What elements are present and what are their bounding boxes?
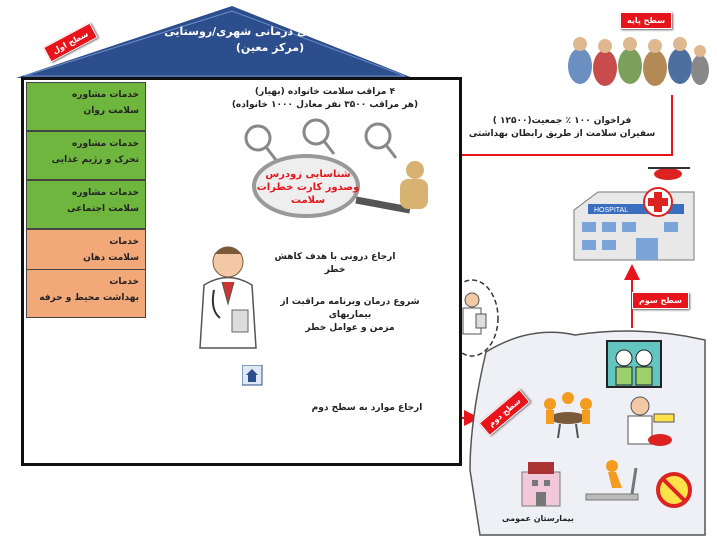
specialist-icon — [462, 292, 487, 335]
center-title: مرکز بهداشتی درمانی شهری/روستایی (مرکز م… — [150, 24, 390, 56]
screening-label: شناسایی زودرس وصدور کارت خطرات سلامت — [256, 168, 360, 207]
service-label: خدمات — [109, 277, 139, 287]
crowd-icon — [568, 37, 709, 86]
doctor-icon — [199, 246, 257, 349]
base-level-badge: سطح پایه — [620, 12, 673, 29]
treatment-label: شروع درمان وبرنامه مراقبت از بیماریهای م… — [270, 296, 430, 335]
call-line2: سفیران سلامت از طریق رابطان بهداشتی — [468, 129, 656, 139]
service-label: سلامت روان — [83, 106, 139, 116]
hospital-icon: HOSPITAL — [573, 167, 695, 261]
no-smoking-icon — [656, 472, 692, 508]
arrow-base-to-center — [444, 95, 673, 163]
dentist-icon — [627, 396, 675, 446]
caregivers-line2: (هر مراقب ۳۵۰۰ نفر معادل ۱۰۰۰ خانواده) — [231, 100, 419, 110]
meeting-icon — [544, 392, 592, 439]
service-mental-health: خدمات مشاوره سلامت روان — [26, 82, 146, 131]
service-social-health: خدمات مشاوره سلامت اجتماعی — [26, 180, 146, 229]
screening-line1: شناسایی زودرس — [265, 169, 351, 180]
service-label: سلامت دهان — [83, 253, 139, 263]
center-title-line1: مرکز بهداشتی درمانی شهری/روستایی — [164, 25, 376, 38]
service-label: خدمات مشاوره — [71, 90, 139, 100]
general-hospital-icon — [521, 462, 561, 507]
caregivers-caption: ۴ مراقب سلامت خانواده (بهیار) (هر مراقب … — [230, 86, 420, 112]
referral-level2-label: ارجاع موارد به سطح دوم — [311, 403, 423, 413]
service-environment-health: خدمات بهداشت محیط و حرفه — [26, 269, 146, 318]
magnifier-icons — [244, 118, 398, 161]
center-title-line2: (مرکز معین) — [235, 41, 305, 54]
call-caption: فراخوان ۱۰۰ ٪ جمعیت(۱۲۵۰۰ ) سفیران سلامت… — [462, 115, 662, 141]
screening-magnifier-icon — [252, 154, 428, 218]
internal-referral-label: ارجاع درونی با هدف کاهش خطر — [274, 252, 396, 275]
service-nutrition: خدمات مشاوره تحرک و رژیم غذایی — [26, 131, 146, 180]
roof-shape — [16, 6, 413, 78]
service-label: سلامت اجتماعی — [67, 204, 139, 214]
screening-line2: وصدور کارت خطرات — [256, 182, 360, 193]
screening-line3: سلامت — [290, 195, 326, 206]
general-hospital-label: بیمارستان عمومی — [502, 514, 574, 523]
house-icon — [242, 365, 263, 386]
treadmill-icon — [585, 460, 639, 501]
family-icon — [606, 340, 662, 388]
level3-badge: سطح سوم — [632, 292, 689, 309]
service-label: بهداشت محیط و حرفه — [39, 293, 139, 303]
service-label: خدمات مشاوره — [71, 139, 139, 149]
treatment-line2: مزمن و عوامل خطر — [305, 323, 395, 333]
service-label: تحرک و رژیم غذایی — [51, 155, 139, 165]
call-line1: فراخوان ۱۰۰ ٪ جمعیت(۱۲۵۰۰ ) — [492, 116, 632, 126]
service-label: خدمات — [109, 237, 139, 247]
caregivers-line1: ۴ مراقب سلامت خانواده (بهیار) — [254, 87, 396, 97]
treatment-line1: شروع درمان وبرنامه مراقبت از بیماریهای — [280, 297, 420, 320]
service-label: خدمات مشاوره — [71, 188, 139, 198]
hospital-sign: HOSPITAL — [594, 207, 628, 214]
